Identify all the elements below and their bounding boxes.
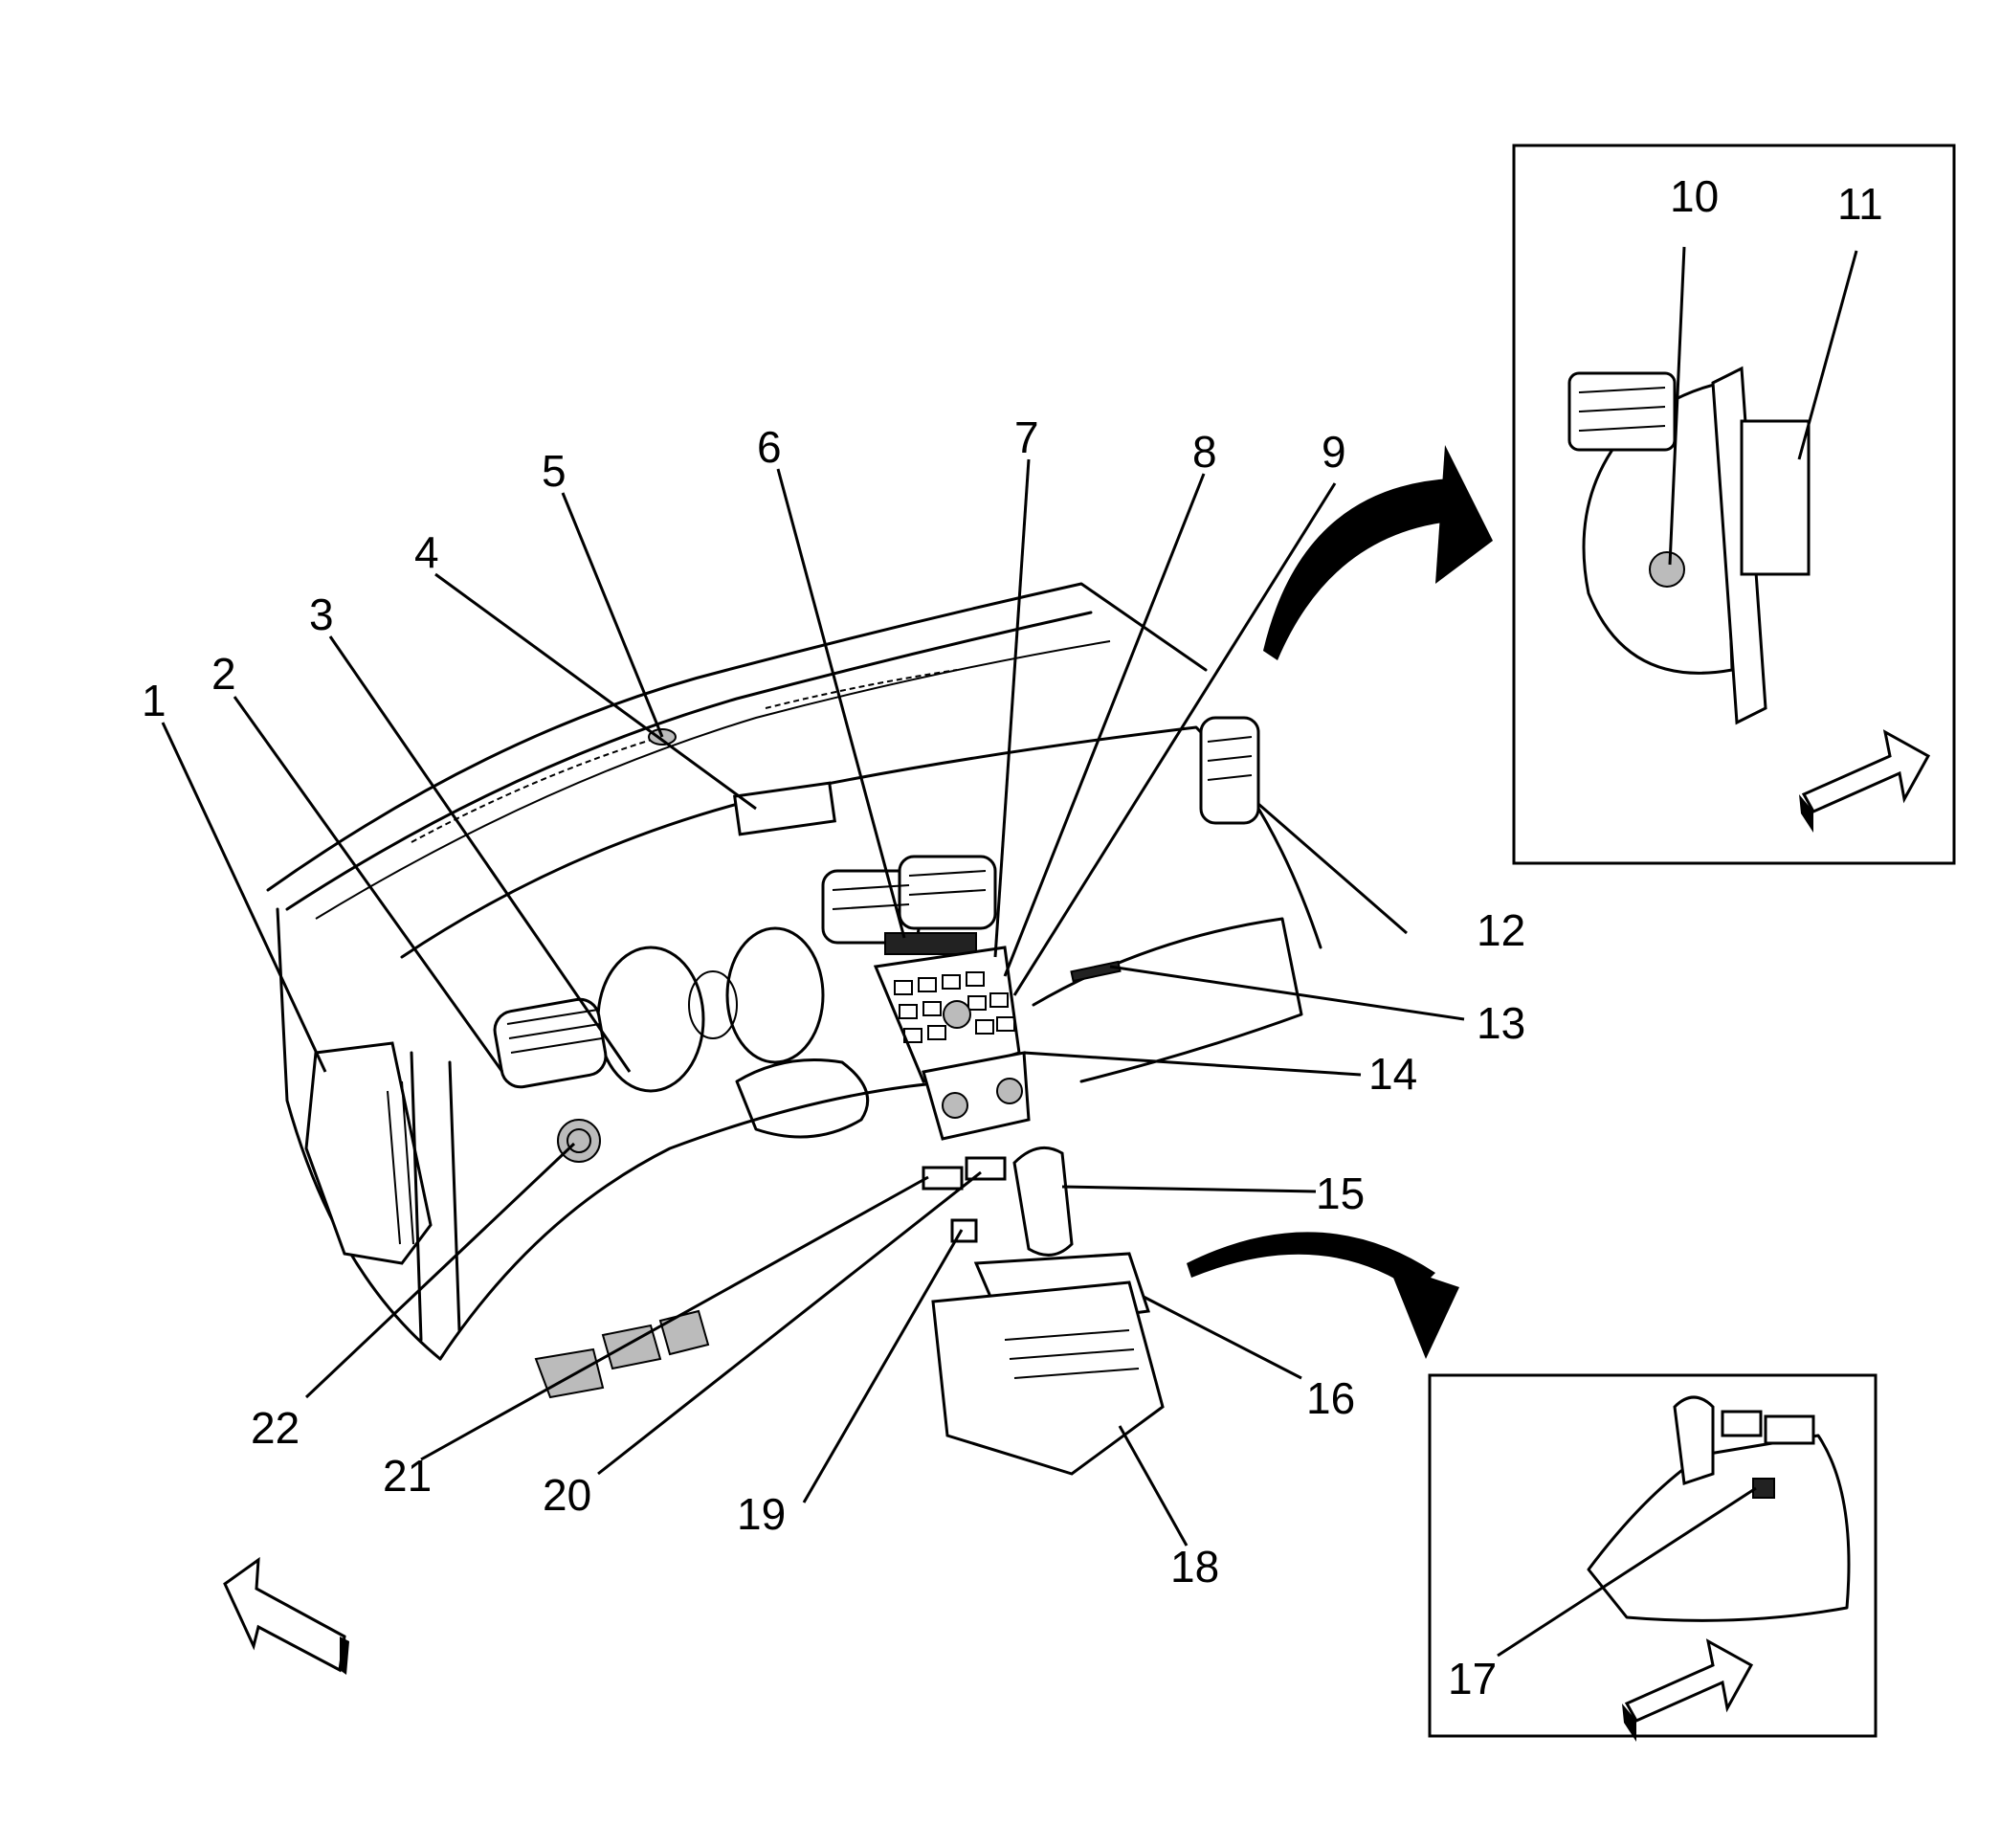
inset-switch-a — [1721, 1410, 1763, 1437]
callout-11: 11 — [1837, 179, 1883, 229]
inset-shift-knob — [1673, 1395, 1715, 1486]
callout-7: 7 — [1014, 412, 1039, 462]
callout-21: 21 — [383, 1451, 432, 1501]
curved-arrow-to-bottom-inset — [1187, 1232, 1459, 1359]
lower-switch-right — [965, 1156, 1007, 1181]
glovebox-switch — [1070, 960, 1122, 983]
callout-12: 12 — [1477, 905, 1525, 955]
cluster-gauge-right — [725, 926, 825, 1064]
callout-17: 17 — [1448, 1654, 1497, 1703]
callout-19: 19 — [737, 1489, 786, 1539]
callout-22: 22 — [251, 1403, 300, 1453]
inset-module-11 — [1740, 419, 1811, 576]
inset-bottom-right — [1428, 1373, 1878, 1738]
callout-13: 13 — [1477, 998, 1525, 1048]
hvac-knob-left — [942, 1092, 968, 1119]
callout-20: 20 — [543, 1470, 591, 1520]
radio-volume-knob — [943, 1000, 971, 1029]
gear-shift-knob — [1012, 1146, 1074, 1257]
cluster-gauge-left — [596, 946, 705, 1093]
callout-9: 9 — [1322, 427, 1346, 477]
callout-10: 10 — [1670, 171, 1719, 221]
callout-18: 18 — [1170, 1542, 1219, 1592]
callout-5: 5 — [542, 446, 567, 496]
callout-2: 2 — [211, 649, 236, 699]
inset-port-17 — [1752, 1478, 1775, 1499]
headlamp-switch — [557, 1119, 601, 1163]
a-pillar-trim — [1711, 366, 1767, 725]
body-control-module — [304, 1041, 433, 1265]
forward-arrow-inset-top — [1799, 729, 1931, 833]
callout-1: 1 — [142, 676, 167, 725]
accelerator-pedal — [658, 1309, 710, 1356]
inset-switch-b — [1764, 1414, 1815, 1445]
callout-3: 3 — [309, 590, 334, 639]
callout-4: 4 — [414, 527, 439, 577]
curved-arrow-to-top-inset — [1263, 445, 1493, 660]
callout-14: 14 — [1368, 1049, 1417, 1099]
callout-15: 15 — [1316, 1169, 1365, 1218]
callout-labels: 1 2 3 4 5 6 7 8 9 10 11 12 13 14 15 16 1… — [142, 171, 1883, 1703]
callout-6: 6 — [757, 422, 782, 472]
shifter-control-module — [931, 1280, 1165, 1476]
dashboard-illustration — [266, 582, 1322, 1476]
inset-sensor-10 — [1649, 551, 1685, 588]
hazard-switch-strip — [884, 932, 977, 955]
lower-switch-left — [922, 1166, 964, 1191]
forward-arrow-inset-bottom — [1622, 1638, 1754, 1742]
callout-16: 16 — [1306, 1373, 1355, 1423]
inset-top-right — [1512, 144, 1956, 865]
callout-8: 8 — [1192, 427, 1217, 477]
leader-lines — [161, 246, 1858, 1658]
info-display — [733, 781, 836, 836]
right-air-vent — [1199, 716, 1260, 825]
forward-arrow-main — [223, 1556, 349, 1675]
hvac-knob-right — [996, 1078, 1023, 1104]
